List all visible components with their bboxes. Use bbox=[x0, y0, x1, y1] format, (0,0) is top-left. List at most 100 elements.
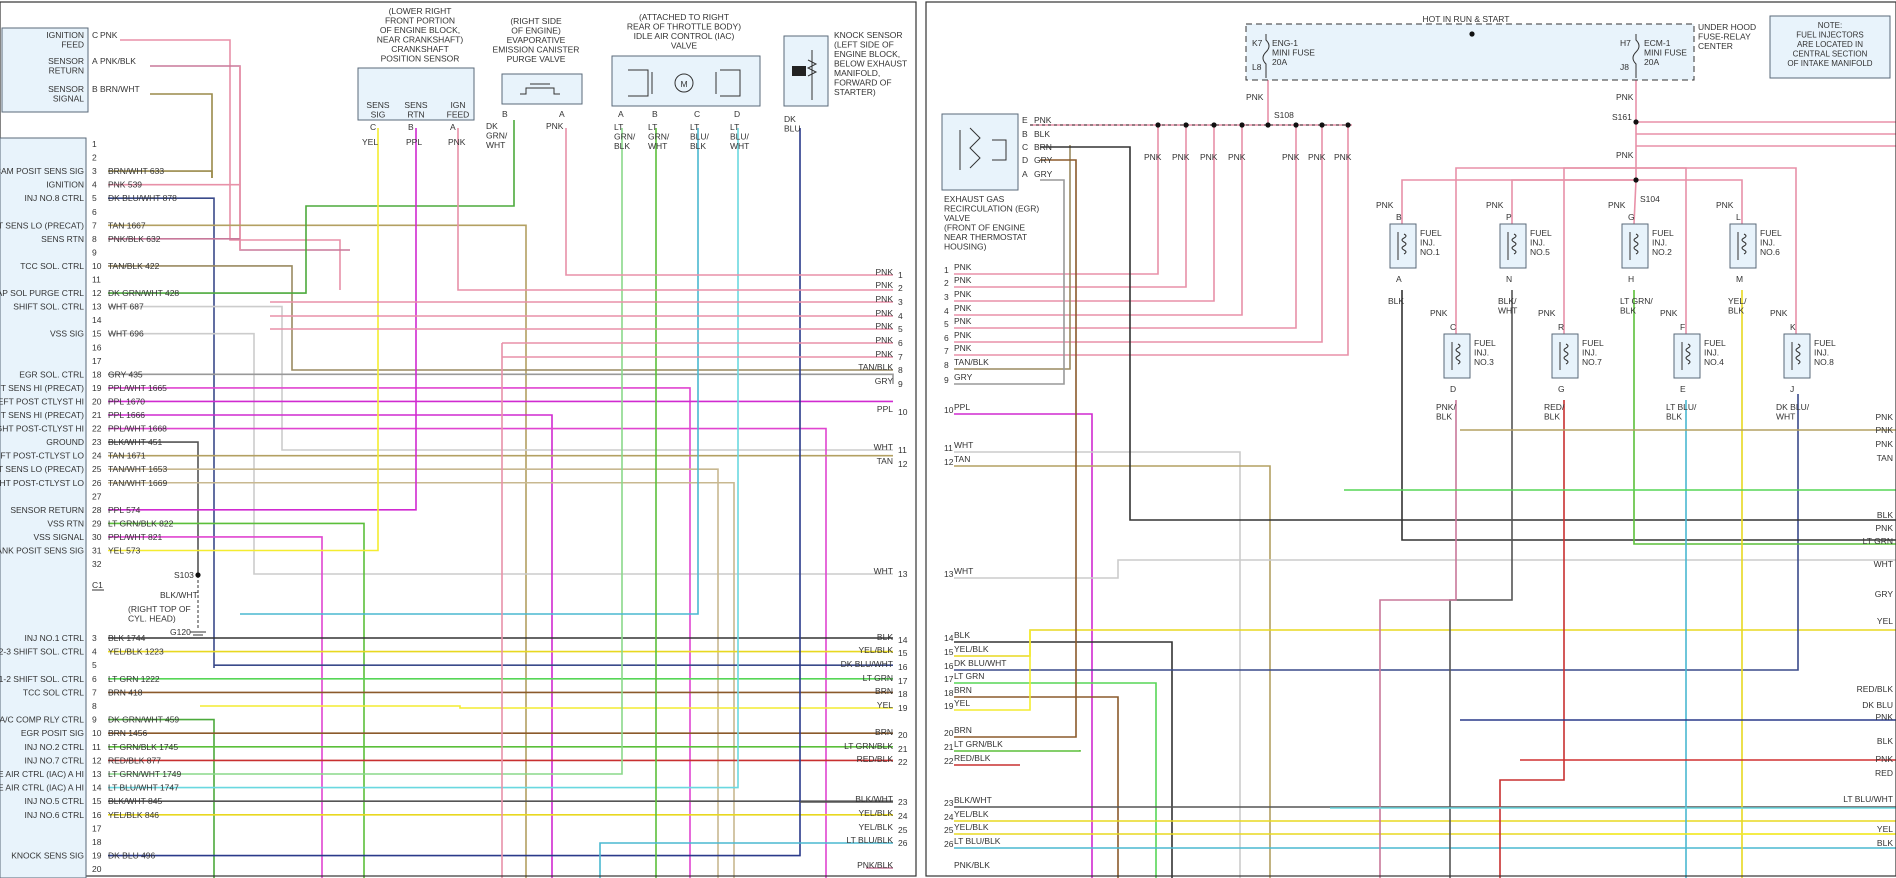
pcm-wire-label: BLK/WHT 845 bbox=[108, 796, 162, 806]
edge-wire-label: BLK bbox=[1877, 838, 1893, 848]
edge-wire-label: LT GRN bbox=[1863, 536, 1893, 546]
edge-wire-label: PNK bbox=[876, 321, 894, 331]
pcm-pin-label: INJ NO.6 CTRL bbox=[24, 810, 84, 820]
edge-pin-number: 10 bbox=[898, 407, 908, 417]
iac-coil-icon bbox=[628, 69, 741, 97]
injector-pin: K bbox=[1790, 322, 1796, 332]
wire-ckp-sig bbox=[108, 128, 379, 552]
wire-color-label: GRY bbox=[1034, 155, 1053, 165]
pcm-pin-number: 29 bbox=[92, 518, 102, 528]
pcm-wire-label: YEL 573 bbox=[108, 546, 141, 556]
connector-c1-label: C1 bbox=[92, 580, 103, 590]
pcm-pin-number: 19 bbox=[92, 383, 102, 393]
inj-feed bbox=[1563, 167, 1636, 334]
injector-coil-icon bbox=[1507, 232, 1517, 260]
wire-color-label: PNK bbox=[1616, 92, 1634, 102]
edge-wire-label: LT GRN/BLK bbox=[954, 739, 1003, 749]
wire-yel bbox=[954, 630, 1031, 711]
egr-pin-letter: A bbox=[1022, 169, 1028, 179]
edge-pin-number: 3 bbox=[944, 292, 949, 302]
left-page-frame bbox=[0, 1, 917, 877]
injector-coil-icon bbox=[1397, 232, 1407, 260]
pcm-wire-label: PPL 574 bbox=[108, 505, 141, 515]
edge-wire-label: BRN bbox=[954, 725, 972, 735]
pcm-pin-number: 10 bbox=[92, 261, 102, 271]
egr-pin-letter: B bbox=[1022, 129, 1028, 139]
edge-wire-label: LT BLU/WHT bbox=[1843, 794, 1893, 804]
pcm-wire-label: BRN/WHT 633 bbox=[108, 166, 164, 176]
pcm-pin-label: INJ NO.8 CTRL bbox=[24, 193, 84, 203]
edge-wire-label: WHT bbox=[954, 566, 973, 576]
pcm-pin-label: T SENS LO (PRECAT) bbox=[0, 464, 84, 474]
junction-dot bbox=[1183, 122, 1189, 128]
edge-wire-label: WHT bbox=[874, 566, 893, 576]
edge-pin-number: 9 bbox=[944, 375, 949, 385]
edge-wire-label: YEL/BLK bbox=[859, 822, 894, 832]
edge-pin-number: 21 bbox=[898, 744, 908, 754]
wire-iac-d bbox=[108, 128, 739, 789]
junction-dot bbox=[1633, 119, 1639, 125]
fuse-terminal: L8 bbox=[1252, 62, 1262, 72]
splice-label: S108 bbox=[1274, 110, 1294, 120]
pcm-pin-number: 27 bbox=[92, 491, 102, 501]
pcm-wire-label: WHT 696 bbox=[108, 329, 144, 339]
wire-o2-lo-3 bbox=[108, 481, 735, 878]
wire-pnk-inj bbox=[954, 125, 1187, 288]
edge-wire-label: BLK bbox=[877, 632, 893, 642]
wire-o2-lo-2 bbox=[108, 468, 719, 878]
edge-wire-label: RED/BLK bbox=[1857, 684, 1894, 694]
pcm-wire-label: TAN/WHT 1653 bbox=[108, 464, 167, 474]
wire-ac bbox=[108, 718, 215, 878]
edge-wire-label: PNK bbox=[1876, 523, 1894, 533]
pcm-pin-label: EFT POST CTLYST HI bbox=[0, 396, 84, 406]
edge-pin-number: 7 bbox=[898, 352, 903, 362]
edge-wire-label: PNK bbox=[954, 316, 972, 326]
egr-pin-letter: C bbox=[1022, 142, 1028, 152]
edge-wire-label: BLK/WHT bbox=[954, 795, 992, 805]
edge-pin-number: 14 bbox=[944, 633, 954, 643]
injector-pin: E bbox=[1680, 384, 1686, 394]
pcm-pin-label: 1-2 SHIFT SOL. CTRL bbox=[0, 674, 84, 684]
sensor-connector-box bbox=[1, 27, 89, 113]
edge-pin-number: 11 bbox=[944, 443, 953, 453]
valve-pin-letter: A bbox=[618, 109, 624, 119]
injector-pin: M bbox=[1736, 274, 1743, 284]
edge-pin-number: 17 bbox=[944, 674, 954, 684]
wire-o2-lo bbox=[108, 224, 527, 878]
edge-wire-label: PNK bbox=[954, 275, 972, 285]
wire-color-label: PNK/BLK bbox=[1436, 402, 1456, 422]
wire-vss bbox=[108, 332, 893, 575]
edge-pin-number: 8 bbox=[944, 360, 949, 370]
pcm-wire-label: DK GRN/WHT 428 bbox=[108, 288, 179, 298]
splice-label: S161 bbox=[1612, 112, 1632, 122]
edge-wire-label: BRN bbox=[875, 727, 893, 737]
edge-wire-label: GRY bbox=[1875, 589, 1894, 599]
wire-brn-egr bbox=[954, 159, 1077, 738]
valve-pin-letter: B bbox=[652, 109, 658, 119]
edge-pin-number: 4 bbox=[898, 311, 903, 321]
pcm-pin-label: TCC SOL CTRL bbox=[23, 687, 84, 697]
inj-feed bbox=[1633, 179, 1637, 225]
edge-pin-number: 10 bbox=[944, 405, 954, 415]
wire-color-label: BLK/WHT bbox=[160, 590, 198, 600]
pcm-wire-label: DK BLU 496 bbox=[108, 851, 156, 861]
wire-cam-sig bbox=[108, 170, 213, 178]
pcm-wire-label: BRN 418 bbox=[108, 687, 143, 697]
edge-wire-label: PNK bbox=[954, 303, 972, 313]
valve-pin-letter: C bbox=[694, 109, 700, 119]
pcm-pin-label: VSS RTN bbox=[47, 518, 84, 528]
pcm-wire-label: TAN/WHT 1669 bbox=[108, 478, 167, 488]
pcm-wire-label: PNK 539 bbox=[108, 180, 142, 190]
edge-wire-label: TAN bbox=[877, 456, 893, 466]
splice-label: S103 bbox=[174, 570, 194, 580]
